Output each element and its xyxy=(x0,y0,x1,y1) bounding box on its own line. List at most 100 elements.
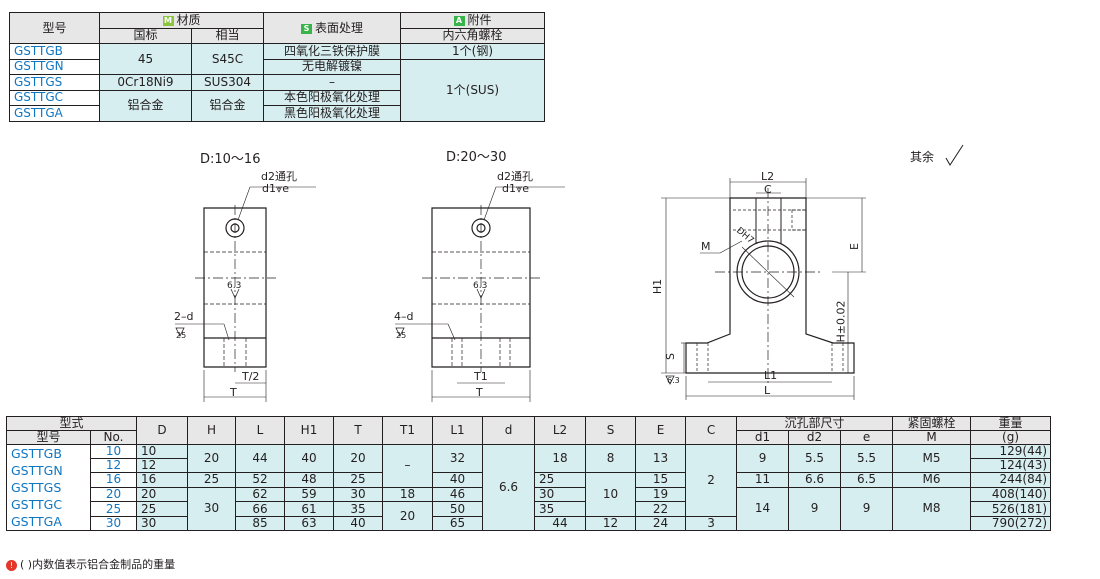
dim-t2: T/2 xyxy=(242,370,260,383)
h1-c: 59 xyxy=(284,486,335,503)
cbore-b: d1⩔e xyxy=(502,182,529,195)
hdr-g: (g) xyxy=(970,430,1052,445)
hdr-col-s: S xyxy=(585,416,637,445)
rough25-a: 25 xyxy=(176,331,187,340)
hdr-accessory-sub: 内六角螺栓 xyxy=(400,27,546,44)
d2-hole-b: d2通孔 xyxy=(497,170,533,183)
drawing-a-title: D:10～16 xyxy=(200,152,261,167)
weight-20: 408(140) xyxy=(970,486,1052,503)
e-e: 24 xyxy=(635,516,687,531)
hdr-bolt: 紧固螺栓 xyxy=(892,416,972,431)
d2-c: 9 xyxy=(788,486,842,532)
dim-l2: L2 xyxy=(761,170,775,183)
model-gsttgb: GSTTGB xyxy=(9,43,100,60)
dimension-table: 型式 D H L H1 T T1 L1 d L2 S E C 沉孔部尺寸 紧固螺… xyxy=(5,416,1052,532)
acc-sus: 1个(SUS) xyxy=(400,58,546,122)
e-cb-c: 9 xyxy=(840,486,894,532)
dim-c: C xyxy=(764,183,772,196)
no-16: 16 xyxy=(89,472,138,488)
hdr-col-d: D xyxy=(136,416,189,445)
weight-12: 124(43) xyxy=(970,458,1052,473)
l2-b: 25 xyxy=(534,472,587,488)
note-icon: ! xyxy=(6,560,17,571)
l-a: 44 xyxy=(235,444,286,473)
e-b: 15 xyxy=(635,472,687,488)
model-list: GSTTGB GSTTGN GSTTGS GSTTGC GSTTGA xyxy=(6,444,91,531)
std-45: 45 xyxy=(99,43,192,75)
eq-al: 铝合金 xyxy=(190,89,265,122)
hdr-col-l1: L1 xyxy=(432,416,484,445)
l2-e: 44 xyxy=(534,516,587,531)
h-b: 25 xyxy=(187,472,237,488)
roughness-icon xyxy=(945,144,964,166)
surface-5: 黑色阳极氧化处理 xyxy=(263,105,402,122)
rough-c: 6.3 xyxy=(667,376,680,385)
roughness-b-icon xyxy=(395,327,405,337)
t-d: 35 xyxy=(333,501,384,517)
m-b: M6 xyxy=(892,472,972,488)
d2-hole-a: d2通孔 xyxy=(261,170,297,183)
l2-a: 18 xyxy=(534,444,587,473)
weight-10: 129(44) xyxy=(970,444,1052,459)
surface-4: 本色阳极氧化处理 xyxy=(263,89,402,106)
t1-a: – xyxy=(382,444,434,488)
c-b: 3 xyxy=(685,516,738,531)
l1-b: 40 xyxy=(432,472,484,488)
hdr-d2: d2 xyxy=(788,430,842,445)
d1-a: 9 xyxy=(736,444,790,473)
dim-l1: L1 xyxy=(764,369,778,382)
no-12: 12 xyxy=(89,458,138,473)
d1-c: 14 xyxy=(736,486,790,532)
accessory-badge-icon: A xyxy=(453,15,465,26)
hdr-equivalent: 相当 xyxy=(190,27,265,44)
weight-25: 526(181) xyxy=(970,501,1052,517)
hdr-col-c: C xyxy=(685,416,738,445)
l1-e: 65 xyxy=(432,516,484,531)
surface-2: 无电解镀镍 xyxy=(263,58,402,75)
c-a: 2 xyxy=(685,444,738,517)
surface-3: – xyxy=(263,74,402,91)
d-25: 25 xyxy=(136,501,189,517)
drawing-b-title: D:20～30 xyxy=(446,150,507,165)
dim-t-a: T xyxy=(230,386,237,399)
dim-h: H±0.02 xyxy=(834,300,848,343)
l-d: 66 xyxy=(235,501,286,517)
technical-drawings: D:10～16 D:20～30 其余 d2通孔 d1⩔e d2通孔 d1⩔e 6… xyxy=(0,140,1100,410)
l1-d: 50 xyxy=(432,501,484,517)
h1-b: 48 xyxy=(284,472,335,488)
footnote-text: ( )内数值表示铝合金制品的重量 xyxy=(20,558,176,571)
hdr-col-dd: d xyxy=(482,416,536,445)
model-gsttgn: GSTTGN xyxy=(9,58,100,75)
roughness-a-icon xyxy=(175,327,185,337)
drawing-b-outline xyxy=(395,186,565,402)
hdr-d1: d1 xyxy=(736,430,790,445)
hdr-model: 型号 xyxy=(6,430,91,445)
e-a: 13 xyxy=(635,444,687,473)
no-20: 20 xyxy=(89,486,138,503)
h1-a: 40 xyxy=(284,444,335,473)
cbore-a: d1⩔e xyxy=(262,182,289,195)
l-b: 52 xyxy=(235,472,286,488)
acc-steel: 1个(钢) xyxy=(400,43,546,60)
d-10: 10 xyxy=(136,444,189,459)
l2-c: 30 xyxy=(534,486,587,503)
l2-d: 35 xyxy=(534,501,587,517)
t-b: 25 xyxy=(333,472,384,488)
d-20: 20 xyxy=(136,486,189,503)
l-e: 85 xyxy=(235,516,286,531)
s-a: 8 xyxy=(585,444,637,473)
hdr-col-l: L xyxy=(235,416,286,445)
d-16: 16 xyxy=(136,472,189,488)
m-c: M8 xyxy=(892,486,972,532)
hole-count-b: 4–d xyxy=(394,310,414,323)
t-a: 20 xyxy=(333,444,384,473)
surface-badge-icon: S xyxy=(301,23,312,34)
t1-b: 18 xyxy=(382,486,434,503)
hdr-col-h: H xyxy=(187,416,237,445)
roughness-c-icon xyxy=(665,375,675,385)
h1-e: 63 xyxy=(284,516,335,531)
d1-b: 11 xyxy=(736,472,790,488)
